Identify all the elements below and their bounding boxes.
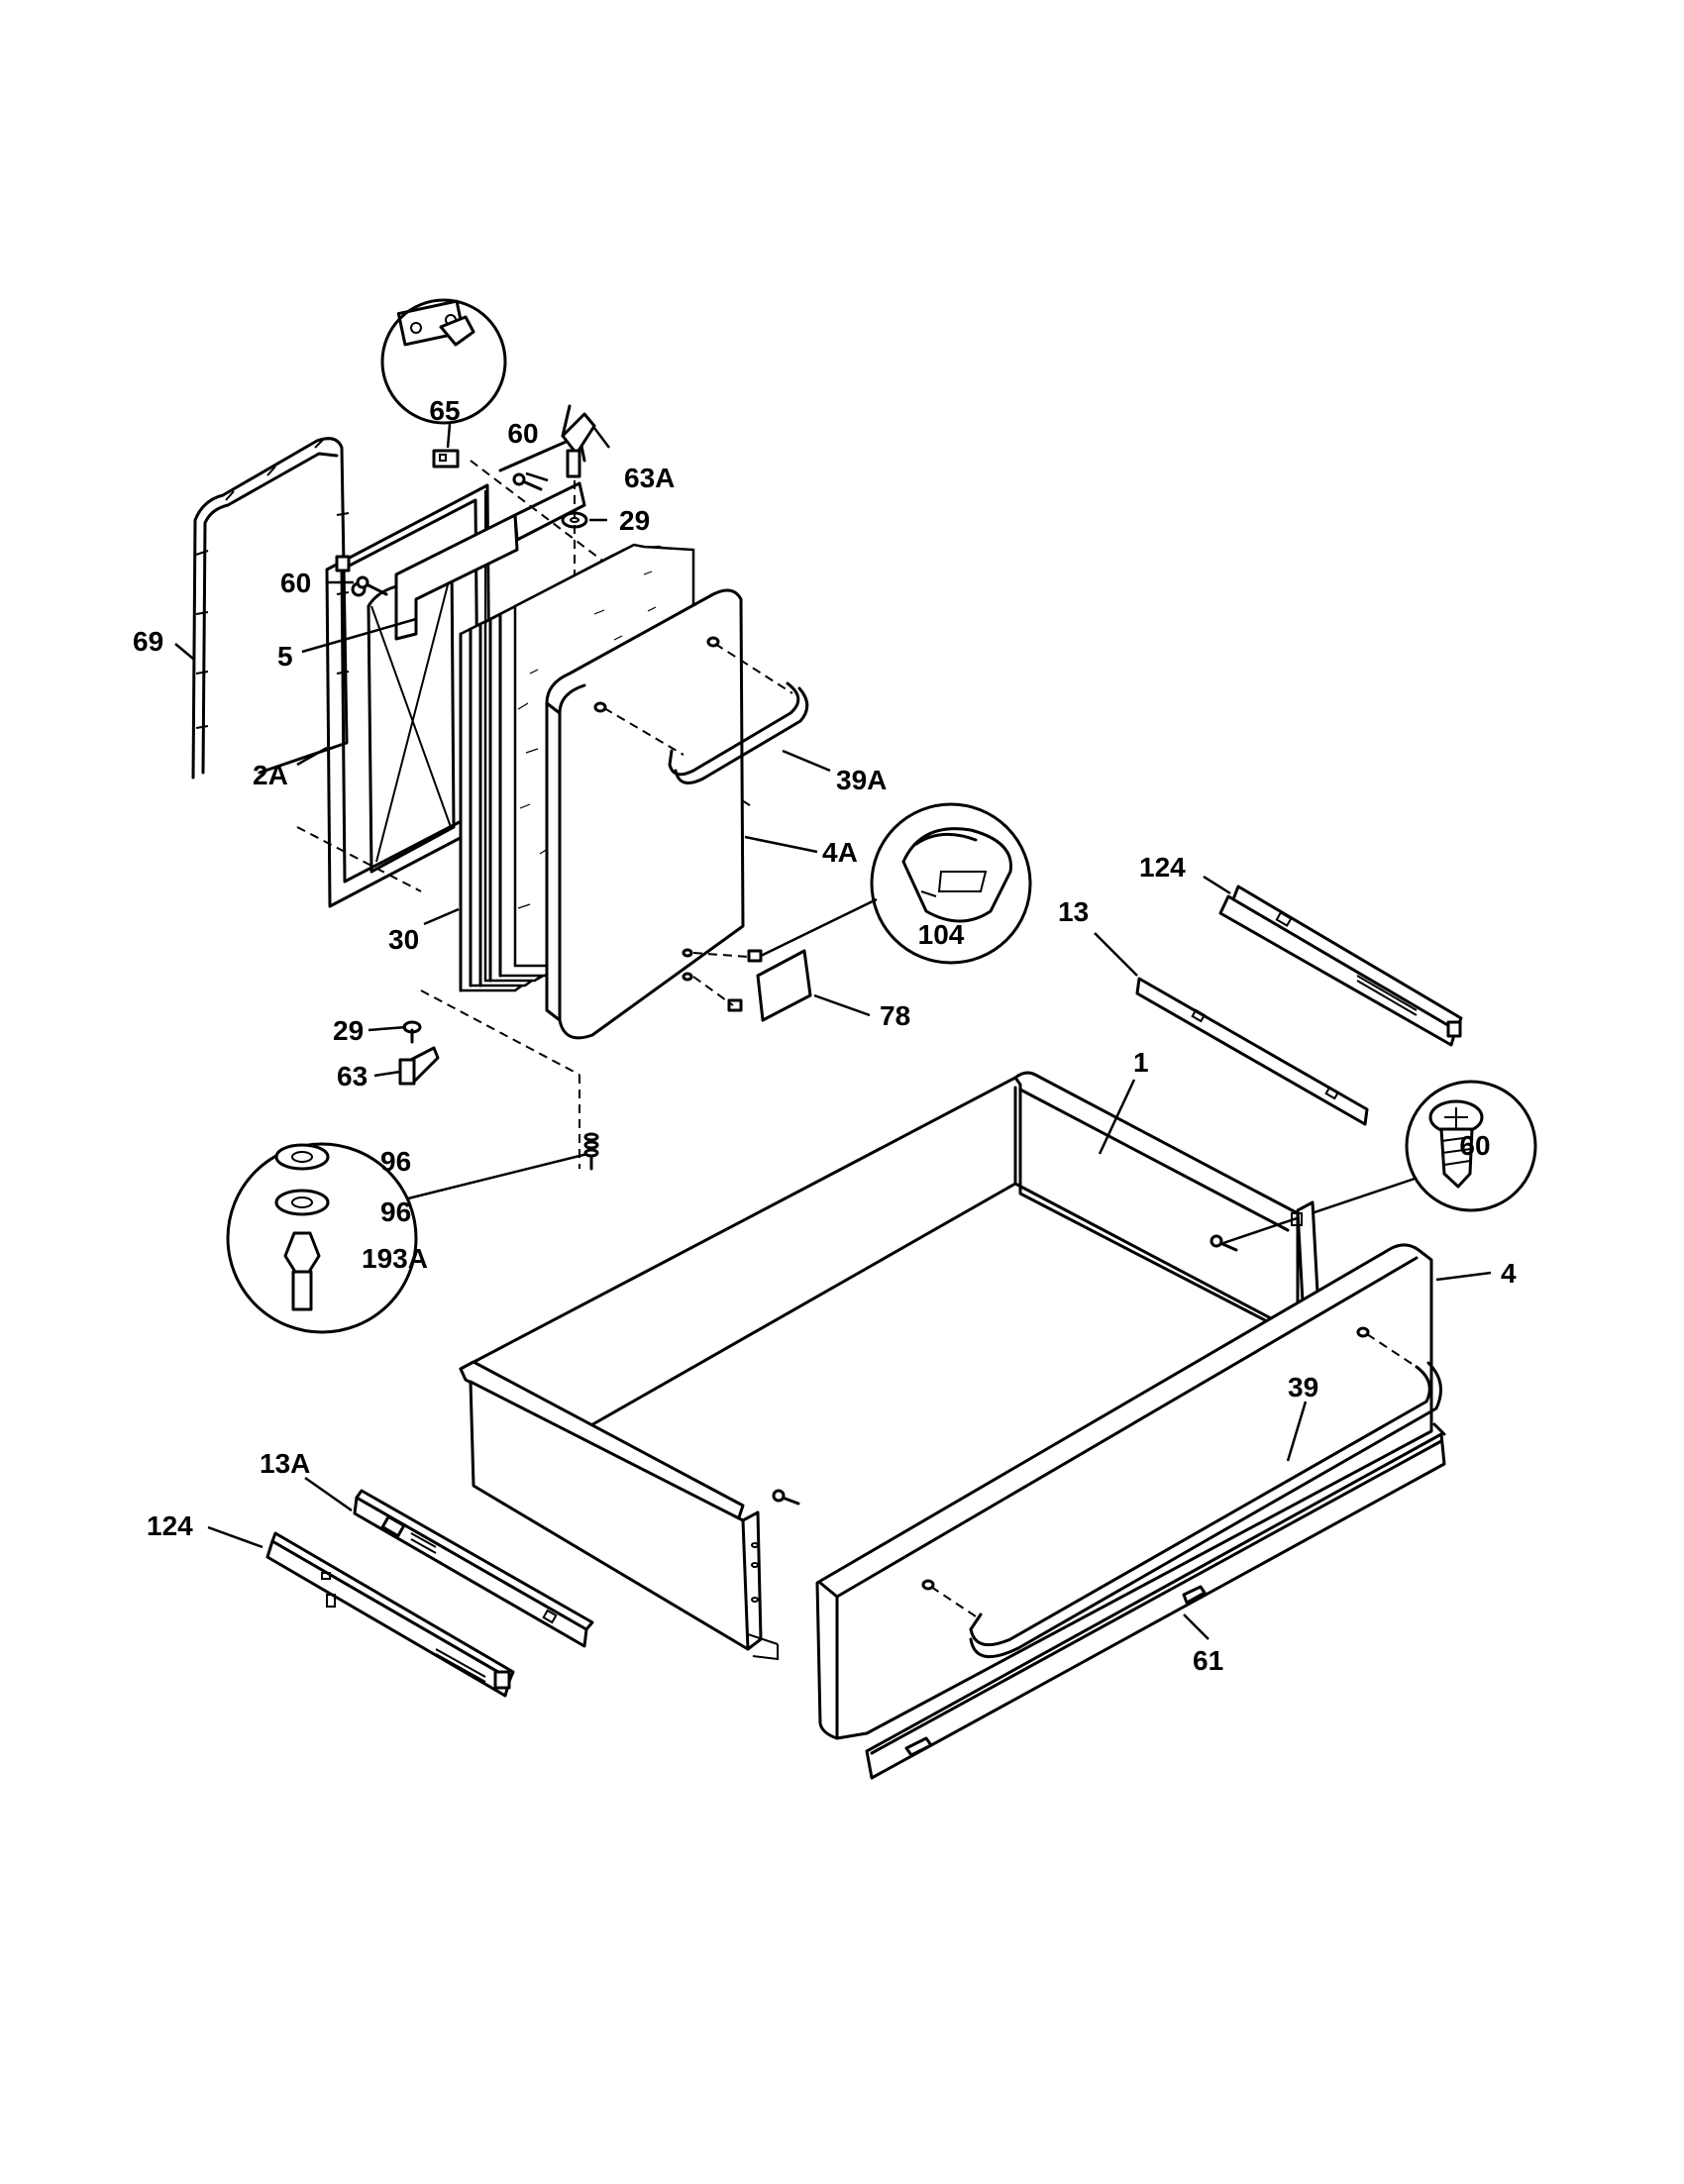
callout-96-a: 96 (380, 1146, 411, 1177)
callout-78: 78 (880, 1000, 910, 1031)
callout-69: 69 (133, 626, 163, 657)
callout-193A: 193A (362, 1243, 428, 1274)
part-60-screw-top (512, 472, 543, 491)
callout-60-c: 60 (1459, 1130, 1490, 1161)
callout-96-b: 96 (380, 1196, 411, 1227)
callout-29-b: 29 (333, 1015, 364, 1046)
callout-104: 104 (918, 919, 965, 950)
callout-30: 30 (388, 924, 419, 955)
part-1-drawer (459, 1071, 1319, 1661)
callout-4A: 4A (822, 837, 858, 868)
part-29-washer-bottom (402, 1020, 422, 1044)
callout-2A: 2A (253, 760, 288, 790)
detail-circle-60 (1222, 1080, 1537, 1245)
part-61-trim (865, 1422, 1446, 1780)
guide-lines-bottom (420, 989, 580, 1169)
callout-60-a: 60 (507, 418, 538, 449)
callout-63A: 63A (624, 463, 675, 493)
part-13A-rail (353, 1489, 594, 1648)
guide-lines-top (296, 460, 754, 892)
leader-lines (174, 427, 1492, 1640)
part-4-drawer-front (815, 1243, 1433, 1740)
callout-39: 39 (1288, 1372, 1318, 1403)
callout-13: 13 (1058, 896, 1089, 927)
part-39-handle (930, 1333, 1442, 1659)
part-4A-door-panel (545, 588, 745, 1040)
callout-5: 5 (277, 641, 293, 672)
part-39A-handle (603, 643, 809, 784)
callout-labels: 65 60 63A 29 60 5 69 2A 39A 4A 30 104 78… (133, 395, 1517, 1676)
part-63-hinge (398, 1046, 440, 1086)
callout-61: 61 (1193, 1645, 1223, 1676)
callout-29-a: 29 (619, 505, 650, 536)
part-65-clip (432, 449, 460, 468)
part-193A-stack-small (583, 1132, 599, 1171)
part-124-slide-left (265, 1531, 515, 1698)
callout-1: 1 (1133, 1047, 1149, 1078)
callout-65: 65 (429, 395, 460, 426)
detail-circle-193A (226, 1142, 588, 1334)
part-63A-hinge (561, 404, 596, 478)
callout-63: 63 (337, 1061, 368, 1092)
part-124-slide-right (1218, 884, 1463, 1047)
callout-13A: 13A (260, 1448, 310, 1479)
callout-4: 4 (1501, 1258, 1517, 1289)
detail-circle-65 (380, 298, 507, 449)
callout-60-b: 60 (280, 568, 311, 598)
callout-124-a: 124 (1139, 852, 1186, 883)
part-78-bracket (692, 949, 812, 1022)
callout-124-b: 124 (147, 1510, 193, 1541)
part-60-screw-drawer (1210, 1234, 1238, 1252)
part-60-screw-left (356, 575, 388, 596)
part-13-rail (1135, 977, 1369, 1126)
part-69-gasket (191, 437, 350, 780)
callout-39A: 39A (836, 765, 887, 795)
detail-circle-104 (760, 802, 1032, 965)
